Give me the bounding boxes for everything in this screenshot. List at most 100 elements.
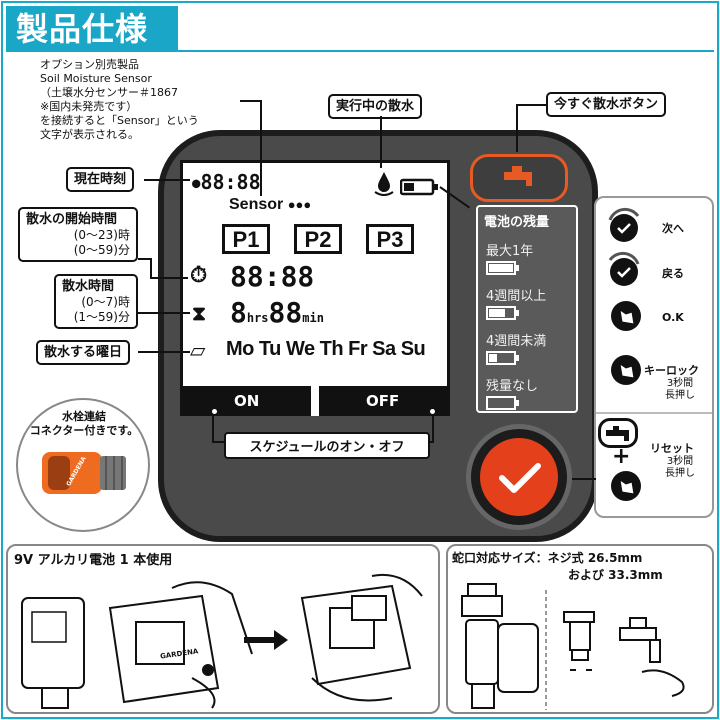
callout-weekday: 散水する曜日 bbox=[36, 340, 131, 365]
lcd-start-time: 88:88 bbox=[230, 260, 315, 293]
water-now-button[interactable] bbox=[470, 154, 568, 202]
lcd-bar-divider bbox=[311, 386, 319, 416]
faucet-title-line: 蛇口対応サイズ：ネジ式 26.5mm bbox=[452, 551, 643, 565]
next-button-icon bbox=[608, 207, 640, 242]
leader-line bbox=[516, 104, 546, 106]
battery-empty-icon bbox=[486, 396, 519, 410]
callout-running: 実行中の散水 bbox=[328, 94, 423, 119]
faucet-note-line: 水栓連結 bbox=[62, 410, 106, 423]
lcd-program-p1: P1 bbox=[222, 224, 270, 254]
legend-divider bbox=[596, 412, 712, 414]
legend-lock-sub-line: 長押し bbox=[665, 390, 695, 401]
lcd-on-label: ON bbox=[234, 392, 260, 410]
faucet-note-line: コネクター付きです。 bbox=[29, 424, 139, 437]
leader-line bbox=[380, 116, 382, 168]
battery-level-label: 最大1年 bbox=[486, 244, 534, 259]
faucet-size-illustration bbox=[461, 583, 685, 710]
lcd-screen bbox=[180, 160, 450, 416]
faucet-title-line: および 33.3mm bbox=[568, 568, 663, 582]
callout-sub: (0〜7)時 bbox=[81, 295, 130, 309]
lcd-clock-dot: ● bbox=[192, 175, 201, 192]
leader-line bbox=[150, 277, 188, 279]
lcd-duration-hours: 8 bbox=[230, 296, 247, 329]
leader-line bbox=[138, 258, 150, 260]
lcd-duration-minutes: 88 bbox=[268, 296, 303, 329]
leader-line bbox=[150, 258, 152, 278]
note-line: Soil Moisture Sensor bbox=[40, 72, 152, 85]
lcd-program-p2: P2 bbox=[294, 224, 342, 254]
battery-level-label: 4週間以上 bbox=[486, 289, 547, 304]
legend-lock-sub-line: 3秒間 bbox=[666, 378, 694, 389]
battery-low-icon bbox=[486, 351, 519, 365]
callout-sub: (1〜59)分 bbox=[73, 310, 130, 324]
battery-level-panel: 電池の残量 最大1年 4週間以上 4週間未満 残量なし bbox=[476, 205, 578, 413]
callout-sub: (0〜23)時 bbox=[73, 228, 130, 242]
callout-duration: 散水時間 (0〜7)時 (1〜59)分 bbox=[54, 274, 138, 329]
note-line: ※国内未発売です） bbox=[40, 100, 138, 113]
callout-title: 散水時間 bbox=[62, 279, 115, 294]
water-drops-icon: ●●● bbox=[287, 197, 312, 212]
battery-level-label: 残量なし bbox=[486, 379, 539, 394]
leader-line bbox=[260, 100, 262, 196]
calendar-icon: ▱ bbox=[190, 338, 206, 362]
page-title: 製品仕様 bbox=[6, 6, 178, 52]
lcd-hrs-unit: hrs bbox=[246, 311, 269, 325]
legend-next-label: 次へ bbox=[662, 222, 684, 235]
faucet-icon bbox=[504, 166, 532, 186]
keylock-press-icon bbox=[611, 355, 641, 385]
legend-back-label: 戻る bbox=[662, 267, 684, 280]
leader-line bbox=[212, 441, 226, 443]
leader-line bbox=[572, 478, 596, 480]
callout-water-now: 今すぐ散水ボタン bbox=[546, 92, 667, 117]
sensor-note: オプション別売製品 Soil Moisture Sensor （土壌水分センサー… bbox=[40, 58, 260, 142]
battery-section-title: 9V アルカリ電池 1 本使用 bbox=[14, 553, 173, 568]
back-button-icon bbox=[608, 251, 640, 286]
note-line: オプション別売製品 bbox=[40, 58, 139, 71]
legend-reset-sub: 3秒間 長押し bbox=[660, 456, 700, 480]
legend-reset-sub-line: 3秒間 bbox=[666, 456, 694, 467]
legend-ok-label: O.K bbox=[662, 311, 684, 324]
leader-line bbox=[144, 179, 190, 181]
callout-schedule: スケジュールのオン・オフ bbox=[224, 432, 430, 459]
leader-line bbox=[138, 312, 190, 314]
lcd-min-unit: min bbox=[302, 311, 324, 325]
battery-high-icon bbox=[486, 306, 519, 320]
faucet-connector-note: 水栓連結 コネクター付きです。 bbox=[26, 410, 142, 438]
callout-title: 散水の開始時間 bbox=[26, 212, 118, 227]
connector-image bbox=[42, 452, 126, 494]
lcd-program-p3: P3 bbox=[366, 224, 414, 254]
callout-current-time: 現在時刻 bbox=[66, 167, 135, 192]
leader-line bbox=[212, 414, 214, 442]
battery-panel-title: 電池の残量 bbox=[484, 215, 550, 230]
battery-install-illustration bbox=[21, 574, 423, 709]
ok-button-face[interactable] bbox=[480, 438, 558, 516]
leader-line bbox=[432, 414, 434, 442]
checkmark-icon bbox=[499, 463, 541, 493]
lcd-off-label: OFF bbox=[366, 392, 400, 410]
legend-lock-sub: 3秒間 長押し bbox=[660, 378, 700, 402]
lcd-weekdays: Mo Tu We Th Fr Sa Su bbox=[226, 338, 426, 360]
legend-reset-label: リセット bbox=[650, 442, 694, 455]
lcd-battery-icon bbox=[400, 178, 438, 196]
faucet-section-title: 蛇口対応サイズ：ネジ式 26.5mm および 33.3mm bbox=[452, 549, 663, 583]
lcd-sensor-label: Sensor bbox=[229, 196, 284, 213]
note-line: 文字が表示される。 bbox=[40, 128, 139, 141]
lcd-sensor: Sensor ●●● bbox=[229, 196, 311, 214]
lcd-clock: ●88:88 bbox=[192, 170, 261, 194]
header-rule bbox=[6, 50, 714, 52]
lcd-duration: 8hrs88min bbox=[230, 296, 324, 329]
plus-icon: + bbox=[612, 444, 631, 469]
ok-press-icon bbox=[611, 301, 641, 331]
on-dot bbox=[212, 409, 217, 414]
leader-line bbox=[240, 100, 262, 102]
battery-full-icon bbox=[486, 261, 519, 275]
hourglass-icon: ⧗ bbox=[192, 301, 207, 325]
callout-sub: (0〜59)分 bbox=[73, 243, 130, 257]
off-dot bbox=[430, 409, 435, 414]
water-drop-icon bbox=[374, 172, 394, 196]
lcd-clock-value: 88:88 bbox=[200, 170, 261, 194]
reset-faucet-icon bbox=[606, 426, 629, 441]
legend-reset-sub-line: 長押し bbox=[665, 468, 695, 479]
reset-press-icon bbox=[611, 471, 641, 501]
